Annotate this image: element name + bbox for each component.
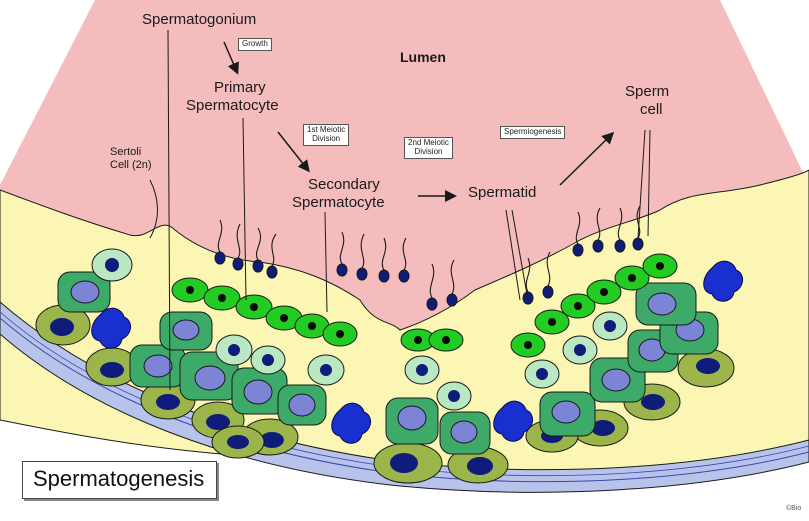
label-spermatid: Spermatid: [468, 185, 536, 201]
label-primary-line2: Spermatocyte: [186, 98, 279, 114]
label-primary-line1: Primary: [214, 80, 266, 96]
box-meiosis1: 1st Meiotic Division: [303, 124, 349, 146]
box-meiosis2: 2nd Meiotic Division: [404, 137, 453, 159]
label-sperm-line2: cell: [640, 102, 663, 118]
label-secondary-line2: Spermatocyte: [292, 195, 385, 211]
diagram-title: Spermatogenesis: [22, 461, 217, 499]
label-lumen: Lumen: [400, 50, 446, 65]
box-spermiogenesis: Spermiogenesis: [500, 126, 565, 139]
label-secondary-line1: Secondary: [308, 177, 380, 193]
label-sertoli-line1: Sertoli: [110, 147, 141, 159]
label-spermatogonium: Spermatogonium: [142, 12, 256, 28]
box-growth: Growth: [238, 38, 272, 51]
box-meiosis2-line2: Division: [408, 148, 449, 157]
credit-text: ©Bio: [786, 505, 801, 512]
box-meiosis1-line2: Division: [307, 135, 345, 144]
label-sertoli-line2: Cell (2n): [110, 160, 152, 172]
label-sperm-line1: Sperm: [625, 84, 669, 100]
